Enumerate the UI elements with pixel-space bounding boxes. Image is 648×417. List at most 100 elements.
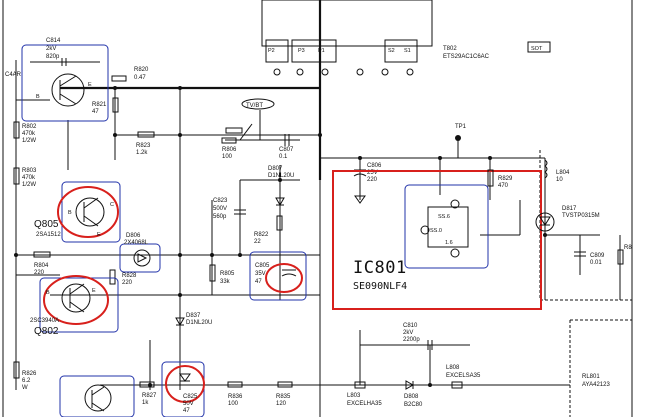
d837: D837 D1NL20U (175, 313, 212, 327)
c809-ref: C809 (590, 253, 605, 259)
c825-voltage: 50V (183, 401, 194, 407)
c823-value: 560p (213, 214, 227, 220)
wiring (15, 60, 621, 390)
rl801-ref: RL801 (582, 374, 600, 380)
c806: C806 25V 220 (353, 163, 382, 204)
c805-group: C805 35V 47 (249, 251, 307, 301)
trim-label: TV/BT (246, 103, 263, 109)
q805-pin-b: B (68, 210, 72, 216)
q802-ref: Q802 (34, 326, 59, 337)
r802-value: 470k (22, 131, 36, 137)
c825-ref: C825 (183, 394, 198, 400)
d806-group: D806 2X4068L (119, 233, 161, 273)
r821: R821 47 (92, 97, 119, 115)
c814-ref: C814 (46, 38, 61, 44)
c809-value: 0.01 (590, 260, 602, 266)
c823-ref: C823 (213, 198, 228, 204)
rl801-part: AYA42123 (582, 382, 610, 388)
r822-ref: R822 (254, 232, 269, 238)
r8-label: R8 (624, 245, 632, 251)
q805-ref: Q805 (34, 219, 59, 230)
r829-value: 470 (498, 183, 509, 189)
r822-value: 22 (254, 239, 261, 245)
r836: R836 100 (227, 381, 243, 407)
c807-ref: C807 (279, 147, 294, 153)
ic801-part: SE090NLF4 (353, 281, 407, 292)
r828: R828 220 (109, 269, 137, 286)
t802-pin-s1: S1 (404, 48, 411, 54)
d808: D808 B2C80 (404, 380, 423, 408)
d817-ref: D817 (562, 206, 577, 212)
l803-ref: L803 (347, 393, 361, 399)
t802-pin-s2: S2 (388, 48, 395, 54)
trimmer-tvbt: TV/BT (225, 98, 275, 141)
r806-value: 100 (222, 154, 233, 160)
c823: C823 500V 560p (213, 198, 246, 220)
r828-ref: R828 (122, 273, 137, 279)
r802-watt: 1/2W (22, 138, 36, 144)
c825-value: 47 (183, 408, 190, 414)
ic801-ref: IC801 (353, 258, 407, 278)
r821-value: 47 (92, 109, 99, 115)
l808-part: EXCELSA35 (446, 373, 481, 379)
input-label: C4AR (5, 72, 22, 78)
r8-partial: R8 (617, 245, 632, 265)
r827: R827 1k (139, 381, 157, 406)
r835-ref: R835 (276, 394, 291, 400)
r823-value: 1.2k (136, 150, 148, 156)
ic801-pin1: SS.6 (438, 214, 450, 220)
t802-part: ETS29AC1C6AC (443, 54, 490, 60)
r827-value: 1k (142, 400, 149, 406)
d817: D817 TVSTP0315M (535, 206, 600, 232)
r829: R829 470 (487, 169, 513, 189)
sot-box: SOT (527, 41, 551, 53)
l804-value: 10 (556, 177, 563, 183)
c823-voltage: 500V (213, 206, 227, 212)
frame (2, 0, 633, 417)
r826-value: 6.2 (22, 378, 31, 384)
d837-part: D1NL20U (186, 320, 212, 326)
r823: R823 1.2k (136, 131, 155, 156)
c810-voltage: 2kV (403, 330, 413, 336)
r805-ref: R805 (220, 271, 235, 277)
d806-part: 2X4068L (124, 240, 149, 246)
r805: R805 33k (209, 264, 235, 285)
r820-ref: R820 (134, 67, 149, 73)
tp1-label: TP1 (455, 124, 467, 130)
r827-ref: R827 (142, 393, 157, 399)
c807: C807 0.1 (279, 134, 294, 160)
ic801-pin2: SS.0 (430, 228, 442, 234)
c805-value: 47 (255, 279, 262, 285)
c805-ref: C805 (255, 263, 270, 269)
l808-ref: L808 (446, 365, 460, 371)
l804-ref: L804 (556, 170, 570, 176)
q805-pin-c: C (110, 202, 114, 208)
r803-value: 470k (22, 175, 36, 181)
c814-value: 820p (46, 54, 60, 60)
c814-voltage: 2kV (46, 46, 56, 52)
q802-part: 2SC3940A (30, 318, 59, 324)
r805-value: 33k (220, 279, 231, 285)
r804-value: 220 (34, 270, 45, 276)
d808-part: B2C80 (404, 402, 423, 408)
r802-ref: R802 (22, 124, 37, 130)
r803-ref: R803 (22, 168, 37, 174)
c805-voltage: 35V (255, 271, 266, 277)
d808-ref: D808 (404, 394, 419, 400)
r803-watt: 1/2W (22, 182, 36, 188)
r835: R835 120 (276, 381, 293, 407)
q805-part: 2SA1512 (36, 232, 61, 238)
ic801-pin3: 1.6 (445, 240, 453, 246)
c806-value: 220 (367, 177, 378, 183)
q802-group: B E 2SC3940A Q802 (30, 275, 119, 337)
t802-ref: T802 (443, 46, 457, 52)
r821-ref: R821 (92, 102, 107, 108)
d806-ref: D806 (126, 233, 141, 239)
r806-ref: R806 (222, 147, 237, 153)
sot-label: SOT (531, 46, 543, 52)
l803-part: EXCELHA35 (347, 401, 382, 407)
r826-watt: W (22, 385, 28, 391)
r826-ref: R826 (22, 371, 37, 377)
l804: L804 10 (544, 159, 570, 183)
